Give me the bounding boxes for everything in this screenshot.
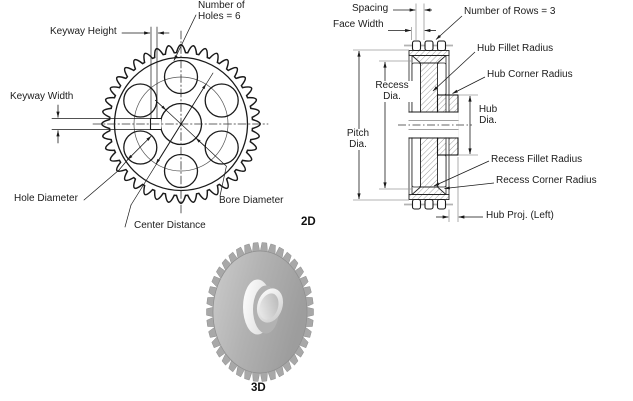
- tooth-row-section: [411, 40, 422, 52]
- bore-diameter-dimension: [155, 99, 227, 197]
- gear3d-tooth: [260, 371, 268, 382]
- rows-leader: [435, 15, 463, 40]
- center-distance-label: Center Distance: [134, 220, 206, 231]
- tooth-row-section: [424, 40, 434, 52]
- tooth-row-section: [424, 198, 434, 210]
- tooth-row-section: [436, 40, 447, 52]
- number-of-holes-line2: Holes = 6: [198, 10, 241, 22]
- keyway-height-label: Keyway Height: [50, 26, 117, 37]
- number-of-holes-leader: [173, 14, 197, 61]
- keyway-width-label: Keyway Width: [10, 91, 74, 102]
- bore-diameter-label: Bore Diameter: [219, 195, 284, 206]
- gear3d-bore-hole: [259, 293, 279, 320]
- recess-dia-label: Recess Dia.: [369, 80, 415, 102]
- gear3d-teeth: [206, 242, 314, 382]
- hub-dia-line2: Dia.: [479, 114, 497, 126]
- hub-dia-label: Hub Dia.: [475, 104, 501, 126]
- pitch-dia-label: Pitch Dia.: [335, 128, 381, 150]
- keyway-height-dimension: [121, 26, 170, 119]
- number-of-holes-line1: Number of: [198, 0, 245, 11]
- gear3d-tooth: [260, 242, 268, 253]
- keyway-width-dimension: [51, 104, 151, 144]
- lightening-hole: [204, 83, 239, 118]
- view-label-3d: 3D: [251, 382, 266, 394]
- gear3d-tooth: [252, 242, 260, 253]
- view-label-2d: 2D: [301, 216, 316, 228]
- front-view-drawing: [51, 14, 269, 228]
- lightening-hole: [204, 130, 239, 165]
- center-distance-dimension: [124, 72, 214, 228]
- tooth-row-section: [411, 198, 422, 210]
- extension-lines: [353, 3, 478, 222]
- recess-dia-line1: Recess: [375, 80, 409, 91]
- recess-fillet-radius-label: Recess Fillet Radius: [491, 154, 583, 165]
- lightening-hole: [123, 130, 158, 165]
- render-3d-sprocket: [206, 242, 314, 382]
- hole-diameter-dimension: [83, 135, 152, 201]
- leader-lines: [432, 15, 495, 190]
- gear3d-tooth: [252, 371, 260, 382]
- face-width-label: Face Width: [333, 19, 384, 30]
- tooth-row-section: [436, 198, 447, 210]
- hub-dia-line1: Hub: [478, 104, 498, 115]
- recess-corner-leader: [444, 182, 495, 190]
- pitch-dia-line2: Dia.: [349, 138, 367, 150]
- hole-diameter-label: Hole Diameter: [14, 193, 78, 204]
- recess-dia-line2: Dia.: [383, 90, 401, 102]
- hub-fillet-radius-label: Hub Fillet Radius: [477, 43, 554, 54]
- hub-corner-radius-label: Hub Corner Radius: [487, 69, 573, 80]
- number-of-holes-label: Number of Holes = 6: [198, 0, 245, 22]
- tooth-rows-section: [411, 40, 447, 210]
- gear3d-tooth: [306, 306, 314, 318]
- spacing-label: Spacing: [352, 3, 389, 14]
- gear3d-tooth: [206, 306, 214, 318]
- side-view-drawing: [353, 3, 495, 222]
- hub-fillet-leader: [432, 51, 476, 92]
- recess-fillet-leader: [433, 160, 490, 187]
- hub-corner-leader: [452, 76, 486, 94]
- recess-corner-radius-label: Recess Corner Radius: [496, 175, 597, 186]
- number-of-rows-label: Number of Rows = 3: [464, 6, 556, 17]
- pitch-dia-line1: Pitch: [346, 128, 370, 139]
- hub-proj-label: Hub Proj. (Left): [486, 210, 554, 221]
